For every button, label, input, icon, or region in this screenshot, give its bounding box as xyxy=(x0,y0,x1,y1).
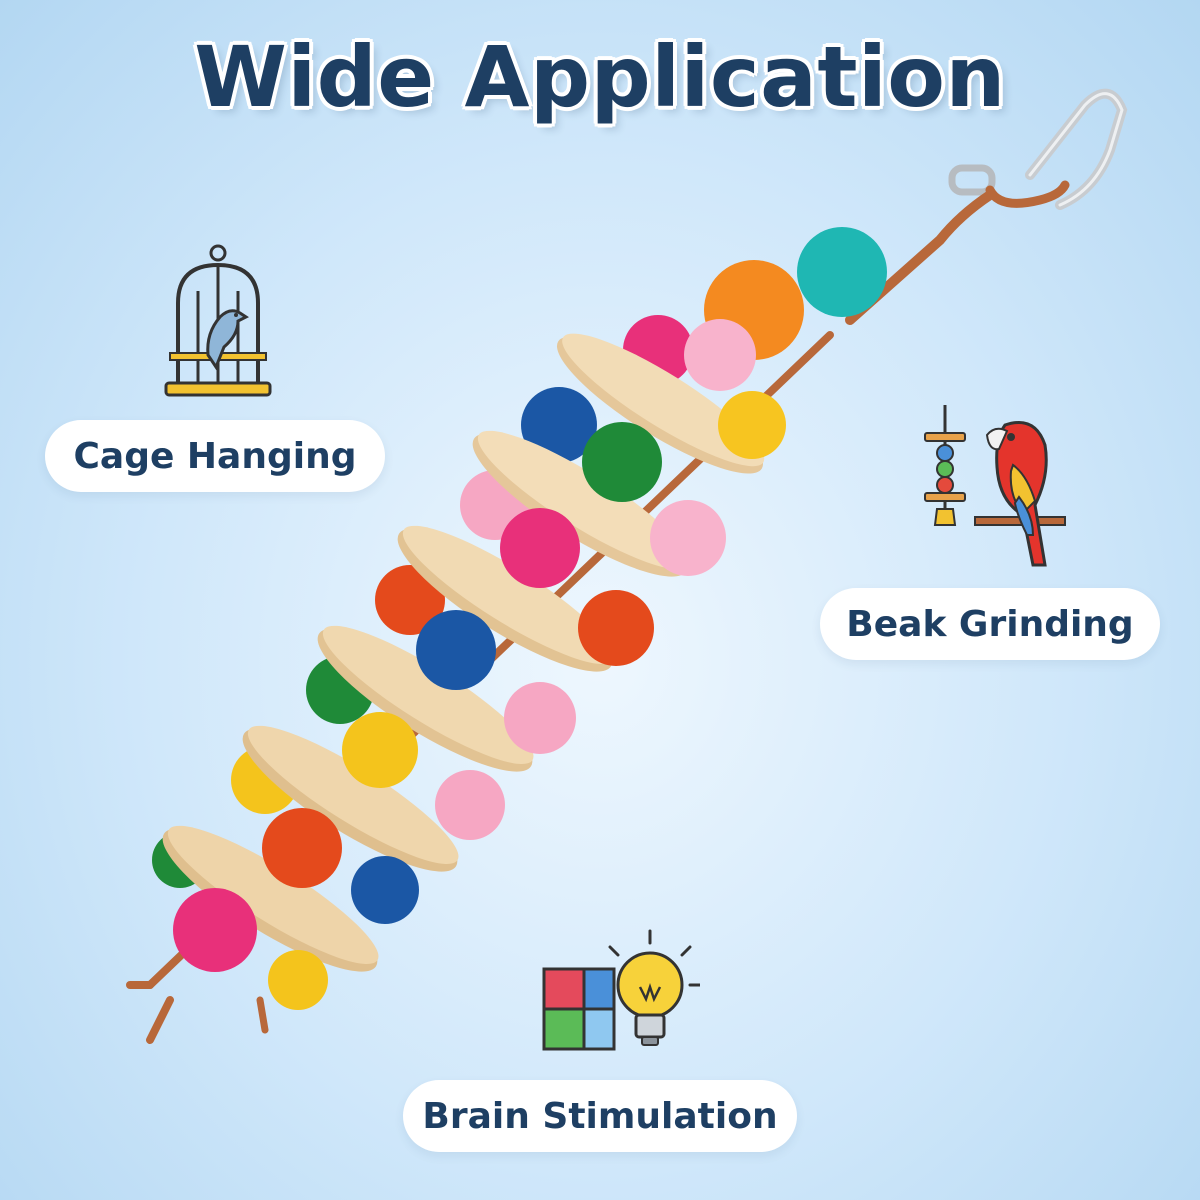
wooden-discs xyxy=(162,333,765,972)
feature-beak-grinding: Beak Grinding xyxy=(820,588,1160,660)
feature-label: Brain Stimulation xyxy=(422,1095,778,1137)
feature-label: Cage Hanging xyxy=(73,435,357,477)
page-title: Wide Application xyxy=(194,28,1006,126)
beads-back xyxy=(152,227,887,888)
feature-brain-stimulation: Brain Stimulation xyxy=(403,1080,797,1152)
feature-cage-hanging: Cage Hanging xyxy=(45,420,385,492)
parrot-icon xyxy=(924,405,1066,567)
birdcage-icon xyxy=(164,244,272,397)
beads-front xyxy=(173,319,786,1010)
carabiner-clip-icon xyxy=(948,88,1128,210)
puzzle-lightbulb-icon xyxy=(542,929,700,1051)
feature-label: Beak Grinding xyxy=(846,603,1134,645)
